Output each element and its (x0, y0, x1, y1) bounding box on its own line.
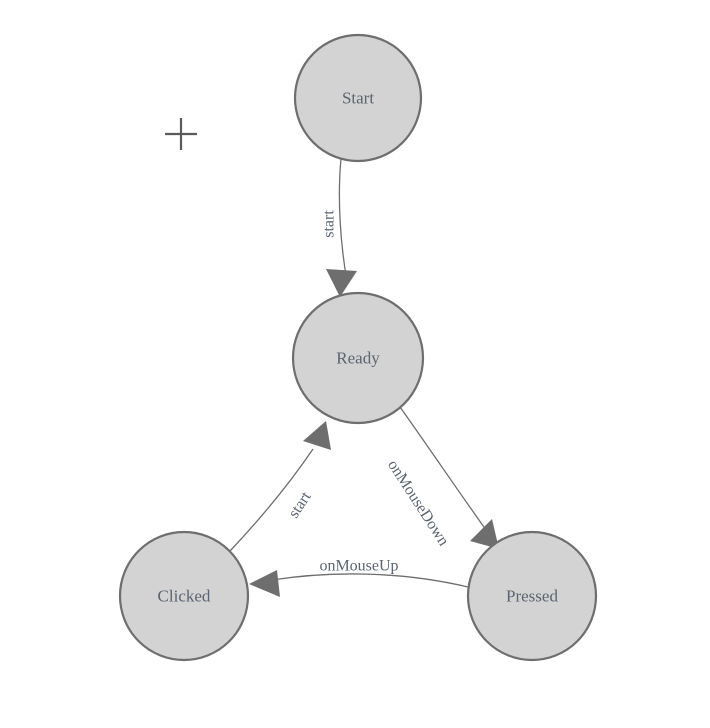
node-pressed-label: Pressed (506, 587, 558, 606)
node-clicked-circle (118, 530, 250, 662)
edge-clicked-to-ready[interactable] (229, 421, 331, 552)
node-start-label: Start (342, 89, 374, 108)
node-start-circle (293, 33, 423, 163)
edge-path-clicked-to-ready (229, 448, 314, 552)
edge-path-start-to-ready (338, 158, 348, 282)
edge-path-pressed-to-clicked (271, 573, 469, 588)
node-pressed[interactable]: Pressed (466, 530, 598, 662)
node-ready-circle (291, 291, 425, 425)
node-ready[interactable]: Ready (291, 291, 425, 425)
edge-start-to-ready[interactable] (326, 158, 357, 297)
arrowhead-pressed-to-clicked (249, 570, 280, 597)
edge-label-ready-to-pressed: onMouseDown (384, 457, 452, 549)
edge-pressed-to-clicked[interactable] (249, 570, 469, 597)
crosshair-icon (165, 118, 197, 150)
node-pressed-circle (466, 530, 598, 662)
edge-ready-to-pressed[interactable] (399, 406, 499, 549)
node-start[interactable]: Start (293, 33, 423, 163)
edge-label-start-to-ready: start (321, 210, 338, 238)
node-ready-label: Ready (336, 349, 380, 368)
edge-label-clicked-to-ready: start (285, 488, 315, 521)
node-clicked[interactable]: Clicked (118, 530, 250, 662)
node-clicked-label: Clicked (158, 587, 211, 606)
edge-label-pressed-to-clicked: onMouseUp (319, 558, 398, 575)
arrowhead-clicked-to-ready (303, 421, 331, 450)
edges-layer (229, 158, 499, 597)
nodes-layer: Start Ready Clicked Pressed (118, 33, 598, 662)
edge-path-ready-to-pressed (399, 406, 490, 535)
arrowhead-ready-to-pressed (470, 519, 499, 549)
arrowhead-start-to-ready (326, 269, 357, 297)
